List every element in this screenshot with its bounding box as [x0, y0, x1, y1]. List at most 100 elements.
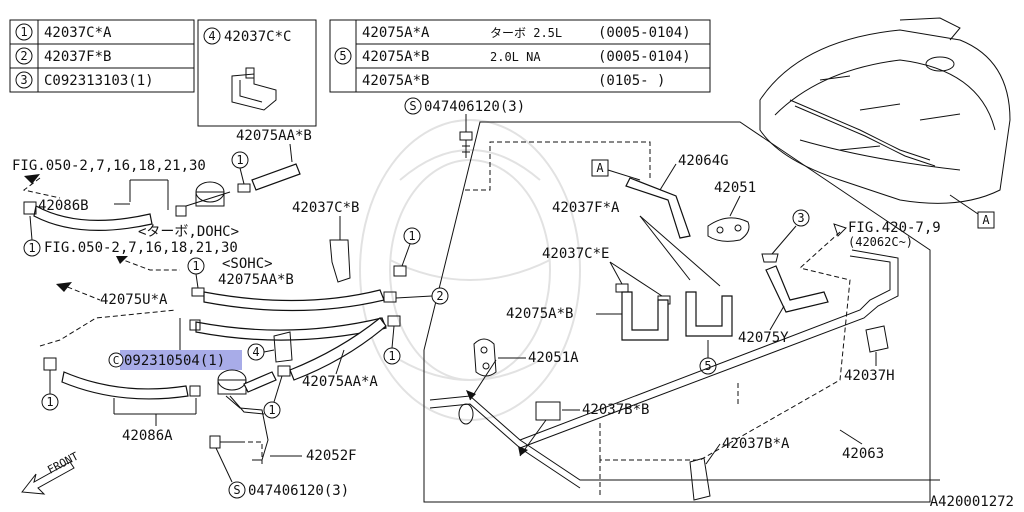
table-right-part-2[interactable]: 42075A*B: [362, 49, 429, 65]
vent-valve-icon: [185, 181, 231, 207]
bolt-lower-icon: [209, 435, 240, 449]
clip-icon: [387, 315, 401, 327]
part-42051A[interactable]: 42051A: [528, 350, 579, 366]
table-right-range-2: (0005-0104): [598, 49, 691, 65]
part-42037F-A[interactable]: 42037F*A: [552, 200, 620, 216]
bracket-42051A-icon: [473, 338, 497, 377]
part-42051[interactable]: 42051: [714, 180, 756, 196]
part-42075AA-B-mid-label[interactable]: 42075AA*B: [218, 272, 294, 288]
part-42037B-A[interactable]: 42037B*A: [722, 436, 790, 452]
part-42075AA-A-group: 42075AA*A: [289, 317, 387, 390]
svg-text:C: C: [113, 354, 120, 367]
bolt-part-top[interactable]: 047406120(3): [424, 99, 525, 115]
part-42064G[interactable]: 42064G: [678, 153, 729, 169]
part-42037C-B[interactable]: 42037C*B: [292, 200, 359, 216]
arrow-icon: [466, 390, 476, 400]
sohc-label: <SOHC>: [222, 256, 273, 272]
table-mid-part[interactable]: 42037C*C: [224, 29, 291, 45]
svg-text:3: 3: [797, 211, 804, 225]
part-42075U-A[interactable]: 42075U*A: [100, 292, 168, 308]
table-left-part-3[interactable]: C092313103(1): [44, 73, 154, 89]
callout-1-top: 1: [231, 151, 251, 193]
clip-icon: [761, 253, 779, 263]
part-42037H[interactable]: 42037H: [844, 368, 895, 384]
part-092310504[interactable]: 092310504(1): [124, 353, 225, 369]
front-label: FRONT: [45, 449, 81, 476]
table-right-range-3: (0105- ): [598, 73, 665, 89]
part-42086B-group: 42086B: [23, 179, 231, 231]
clip-icon: [383, 291, 397, 303]
part-42037B-B-group: 42037B*B: [518, 401, 649, 457]
svg-text:2: 2: [436, 289, 443, 303]
part-42075Y[interactable]: 42075Y: [738, 330, 789, 346]
arrow-icon: [518, 446, 528, 456]
svg-text:1: 1: [28, 241, 35, 255]
fig050-label-b[interactable]: FIG.050-2,7,16,18,21,30: [44, 240, 238, 256]
table-right-part-3[interactable]: 42075A*B: [362, 73, 429, 89]
svg-text:S: S: [409, 99, 416, 113]
watermark-emblem: [359, 119, 581, 421]
table-left: 1 42037C*A 2 42037F*B 3 C092313103(1): [9, 19, 195, 93]
clip-icon: [175, 205, 187, 217]
fig420-ref: FIG.420-7,9 (42062C~): [799, 220, 941, 269]
sohc-note: <SOHC>: [222, 256, 273, 272]
table-left-part-1[interactable]: 42037C*A: [44, 25, 112, 41]
part-42051-group: 42051: [707, 180, 756, 242]
clip-icon: [43, 357, 57, 371]
table-left-num-2: 2: [20, 49, 27, 63]
table-right-part-1[interactable]: 42075A*A: [362, 25, 430, 41]
svg-text:1: 1: [388, 349, 395, 363]
part-42063[interactable]: 42063: [842, 446, 884, 462]
part-42086A[interactable]: 42086A: [122, 428, 173, 444]
svg-text:A: A: [982, 213, 990, 227]
svg-text:S: S: [233, 483, 240, 497]
part-42052F-group: 42052F: [209, 395, 357, 464]
callout-1-left-a: 1: [23, 215, 41, 257]
arrow-icon: [833, 223, 847, 237]
arrow-icon: [116, 256, 128, 264]
clip-42037B-A-icon: [689, 457, 711, 501]
part-42086B[interactable]: 42086B: [38, 198, 89, 214]
clip-42037H-icon: [865, 325, 889, 353]
table-left-num-3: 3: [20, 73, 27, 87]
clip-42037B-B-icon: [535, 401, 561, 421]
arrow-icon: [24, 174, 40, 184]
table-left-part-2[interactable]: 42037F*B: [44, 49, 111, 65]
svg-text:42075AA*B[interactable]: 42075AA*B: [236, 128, 312, 144]
fig050-ref-b: FIG.050-2,7,16,18,21,30: [44, 240, 238, 271]
fig420-label[interactable]: FIG.420-7,9: [848, 220, 941, 236]
svg-text:1: 1: [192, 259, 199, 273]
part-42037F-A-group: 42037F*A: [552, 200, 721, 287]
front-arrow-icon: [21, 461, 75, 495]
bracket-42051-icon: [707, 217, 750, 242]
hose-u-left: [621, 291, 669, 341]
fig420-sub: (42062C~): [848, 235, 913, 249]
grommet-icon: [458, 403, 474, 425]
part-42037H-group: 42037H: [844, 325, 895, 384]
part-42064G-group: A 42064G: [591, 153, 729, 239]
line-assembly-frame: [423, 121, 931, 503]
part-42075A-B-group: 42075A*B 5: [506, 291, 733, 375]
part-42037C-B-group: 42037C*B: [292, 200, 359, 283]
bolt-part-bottom[interactable]: 047406120(3): [248, 483, 349, 499]
part-42052F[interactable]: 42052F: [306, 448, 357, 464]
part-42037B-B[interactable]: 42037B*B: [582, 402, 649, 418]
hose-42075AA-A: [289, 317, 387, 381]
vent-valve-lower-icon: [217, 369, 247, 395]
fig050-label-a[interactable]: FIG.050-2,7,16,18,21,30: [12, 158, 206, 174]
diagram-id: A420001272: [930, 494, 1014, 510]
part-42075AA-A[interactable]: 42075AA*A: [302, 374, 378, 390]
part-42051A-group: 42051A: [458, 338, 579, 425]
part-42075A-B[interactable]: 42075A*B: [506, 306, 573, 322]
callout-4-left: 4: [247, 331, 293, 363]
table-mid-num: 4: [208, 29, 215, 43]
clip-icon: [23, 201, 37, 215]
part-42037C-E[interactable]: 42037C*E: [542, 246, 609, 262]
table-left-num-1: 1: [20, 25, 27, 39]
clip-icon: [615, 283, 629, 293]
clip-icon: [393, 265, 407, 277]
callout-1-mid: 1: [187, 257, 205, 297]
turbo-dohc-label: <ターボ,DOHC>: [138, 224, 239, 240]
